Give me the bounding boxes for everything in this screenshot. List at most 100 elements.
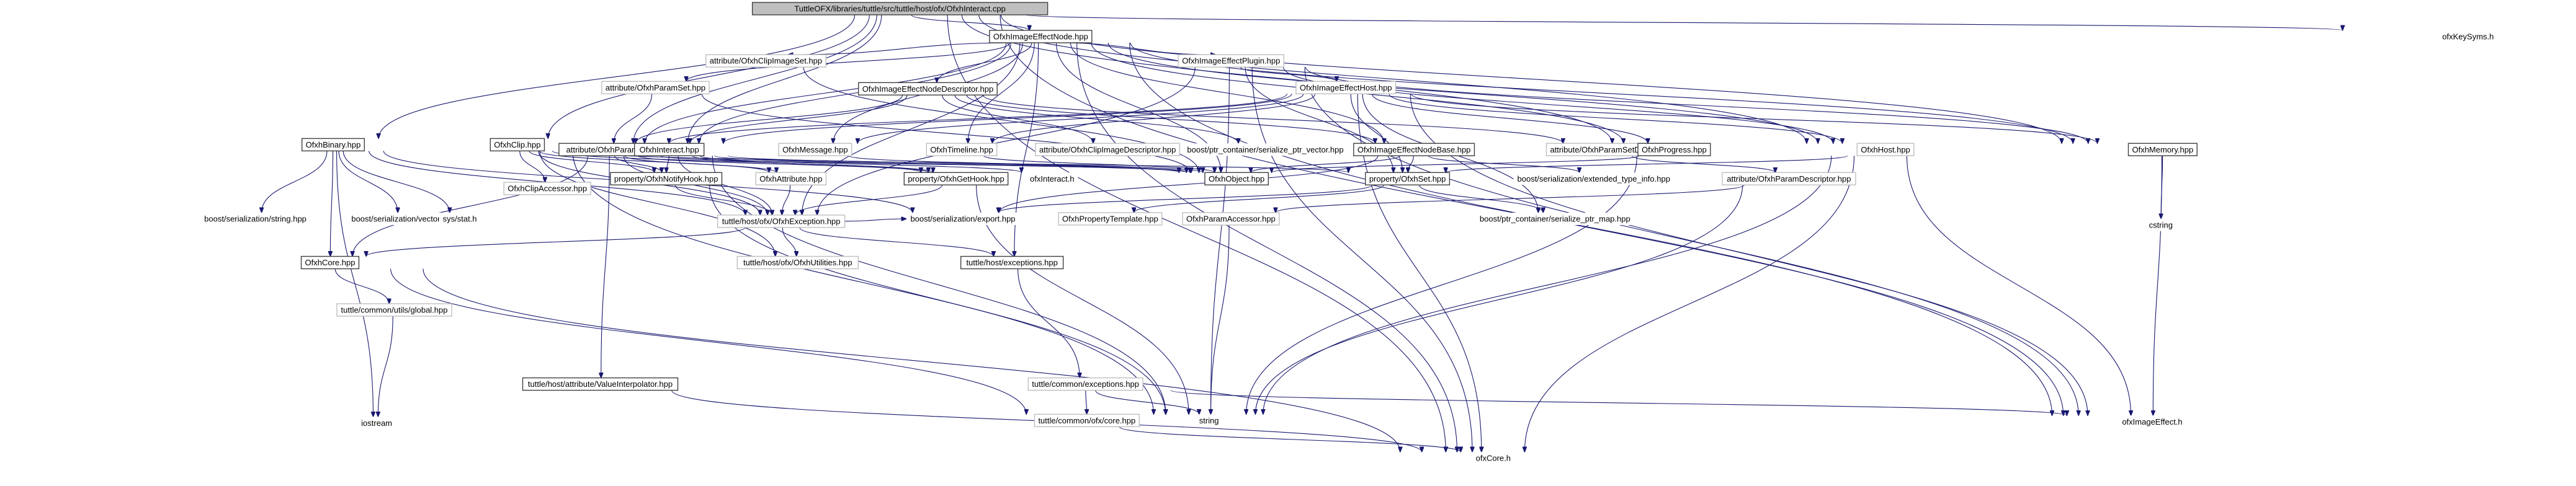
node-param-accessor[interactable]: OfxhParamAccessor.hpp xyxy=(1182,212,1280,226)
node-notify-hook[interactable]: property/OfxhNotifyHook.hpp xyxy=(610,172,723,186)
node-extended-type-info[interactable]: boost/serialization/extended_type_info.h… xyxy=(1513,172,1674,185)
node-box xyxy=(755,172,827,186)
node-common-exceptions[interactable]: tuttle/common/exceptions.hpp xyxy=(1027,377,1143,391)
node-ofxh-memory[interactable]: OfxhMemory.hpp xyxy=(2127,143,2198,156)
node-box xyxy=(1035,143,1181,156)
edge-ofxh_progress-to-ofxh_object xyxy=(1272,155,1640,172)
node-get-hook[interactable]: property/OfxhGetHook.hpp xyxy=(903,172,1009,186)
edge-ofxh_timeline-to-ofxh_object xyxy=(983,155,1214,172)
node-serialize-ptr-map[interactable]: boost/ptr_container/serialize_ptr_map.hp… xyxy=(1475,213,1634,225)
node-value-interpolator[interactable]: tuttle/host/attribute/ValueInterpolator.… xyxy=(522,377,679,391)
edge-ofxh_param-to-ofxh_core xyxy=(352,156,588,256)
node-ofxh-exception[interactable]: tuttle/host/ofx/OfxhException.hpp xyxy=(717,214,846,228)
node-node-base[interactable]: OfxhImageEffectNodeBase.hpp xyxy=(1353,143,1475,156)
node-ofx-core-hpp[interactable]: tuttle/common/ofx/core.hpp xyxy=(1034,413,1140,428)
node-ofxh-host[interactable]: OfxhHost.hpp xyxy=(1856,143,1915,156)
node-ofxh-progress[interactable]: OfxhProgress.hpp xyxy=(1637,143,1711,156)
node-utils-global[interactable]: tuttle/common/utils/global.hpp xyxy=(336,303,452,317)
node-param-descriptor[interactable]: attribute/OfxhParamDescriptor.hpp xyxy=(1722,172,1856,186)
node-root[interactable]: TuttleOFX/libraries/tuttle/src/tuttle/ho… xyxy=(751,2,1049,15)
node-ofxh-message[interactable]: OfxhMessage.hpp xyxy=(778,143,852,156)
node-ofxh-timeline[interactable]: OfxhTimeline.hpp xyxy=(926,143,998,156)
edge-image_effect_node-to-ofx_image_effect_h xyxy=(1129,42,2064,415)
node-serialize-ptr-vector[interactable]: boost/ptr_container/serialize_ptr_vector… xyxy=(1183,143,1348,156)
node-ofxh-attribute[interactable]: OfxhAttribute.hpp xyxy=(755,172,827,186)
node-image-effect-node[interactable]: OfxhImageEffectNode.hpp xyxy=(989,30,1093,43)
node-box xyxy=(2438,30,2498,43)
node-label: OfxhObject.hpp xyxy=(1209,174,1264,183)
edge-image_effect_node-to-ofxh_timeline xyxy=(968,42,1035,143)
edge-ofx_core_hpp-to-ofx_core_h xyxy=(1119,426,1460,452)
node-box xyxy=(736,255,859,270)
node-label: OfxhMemory.hpp xyxy=(2132,145,2193,154)
edge-notify_hook-to-string xyxy=(709,185,1166,414)
node-ofx-interact-h[interactable]: ofxInteract.h xyxy=(1026,172,1078,185)
edge-ofxh_clip-to-ofxh_attribute xyxy=(539,150,769,172)
node-box xyxy=(196,213,315,225)
edge-param_set-to-ofxh_object xyxy=(701,94,1190,172)
edge-root-to-ofxh_host xyxy=(978,14,1807,143)
node-ser-vector[interactable]: boost/serialization/vector.hpp xyxy=(344,213,463,225)
node-host-exceptions[interactable]: tuttle/host/exceptions.hpp xyxy=(960,255,1064,270)
edge-node_base-to-extended_type_info xyxy=(1428,155,1579,172)
node-label: tuttle/host/exceptions.hpp xyxy=(966,258,1057,267)
node-ser-export[interactable]: boost/serialization/export.hpp xyxy=(906,213,1019,225)
edge-ofxh_param-to-ofxh_attribute xyxy=(624,155,777,172)
edge-node_descriptor-to-param_set_descriptor xyxy=(982,95,1563,143)
node-label: ofxKeySyms.h xyxy=(2442,32,2493,42)
edge-image_effect_node-to-ofxh_param xyxy=(645,42,1007,143)
node-iostream[interactable]: iostream xyxy=(357,417,396,430)
edge-get_hook-to-string xyxy=(976,185,1189,414)
node-node-descriptor[interactable]: OfxhImageEffectNodeDescriptor.hpp xyxy=(857,82,998,95)
node-sys-stat[interactable]: sys/stat.h xyxy=(439,213,481,225)
node-clip-image-descriptor[interactable]: attribute/OfxhClipImageDescriptor.hpp xyxy=(1035,143,1181,156)
edge-image_effect_host-to-ofx_image_effect_h xyxy=(1410,94,2088,415)
node-box xyxy=(1204,172,1269,186)
node-ofx-core-h[interactable]: ofxCore.h xyxy=(1468,452,1518,465)
edge-node_descriptor-to-serialize_ptr_vector xyxy=(954,95,1238,143)
node-property-template[interactable]: OfxhPropertyTemplate.hpp xyxy=(1058,212,1163,226)
node-cstring[interactable]: cstring xyxy=(2142,218,2180,231)
node-image-effect-plugin[interactable]: OfxhImageEffectPlugin.hpp xyxy=(1178,54,1285,68)
edge-ofxh_interact-to-ofx_interact_h xyxy=(699,155,1021,172)
node-clip-accessor[interactable]: OfxhClipAccessor.hpp xyxy=(503,182,591,195)
node-clip-image-set[interactable]: attribute/OfxhClipImageSet.hpp xyxy=(705,54,826,68)
node-ser-string[interactable]: boost/serialization/string.hpp xyxy=(196,213,315,225)
node-ofxh-binary[interactable]: OfxhBinary.hpp xyxy=(301,138,365,152)
edge-ofxh_host-to-string xyxy=(1263,156,1832,414)
edge-ofxh_param-to-get_hook xyxy=(637,155,928,172)
node-box xyxy=(1178,54,1285,68)
edge-ofxh_memory-to-ofx_image_effect_h xyxy=(2153,156,2163,415)
edge-param_descriptor-to-string xyxy=(1255,185,1743,414)
node-box xyxy=(522,377,679,391)
node-label: tuttle/common/utils/global.hpp xyxy=(341,306,448,315)
node-label: property/OfxhSet.hpp xyxy=(1369,174,1446,183)
edge-ofxh_clip-to-clip_accessor xyxy=(519,151,545,182)
edge-ofxh_core-to-ofx_core_h xyxy=(423,268,1400,453)
node-label: OfxhBinary.hpp xyxy=(306,140,361,149)
node-image-effect-host[interactable]: OfxhImageEffectHost.hpp xyxy=(1295,81,1397,95)
node-label: OfxhInteract.hpp xyxy=(640,145,699,154)
node-label: OfxhAttribute.hpp xyxy=(759,174,822,183)
node-ofxh-utilities[interactable]: tuttle/host/ofx/OfxhUtilities.hpp xyxy=(736,255,859,270)
node-ofx-image-effect-h[interactable]: ofxImageEffect.h xyxy=(2115,415,2189,428)
edge-node_descriptor-to-node_base xyxy=(966,95,1375,143)
node-ofxh-set[interactable]: property/OfxhSet.hpp xyxy=(1365,172,1451,186)
node-param-set[interactable]: attribute/OfxhParamSet.hpp xyxy=(601,81,710,95)
node-ofxh-object[interactable]: OfxhObject.hpp xyxy=(1204,172,1269,186)
edge-root-to-ofx_core_h xyxy=(947,14,1446,452)
node-box xyxy=(1183,143,1348,156)
edge-param_descriptor-to-param_accessor xyxy=(1276,184,1745,213)
node-label: OfxhImageEffectNodeBase.hpp xyxy=(1357,145,1471,154)
edge-image_effect_host-to-ofx_core_h xyxy=(1357,94,1482,452)
node-ofxh-core[interactable]: OfxhCore.hpp xyxy=(300,255,360,270)
edge-image_effect_host-to-ofxh_timeline xyxy=(993,94,1316,143)
edge-param_set_descriptor-to-param_descriptor xyxy=(1631,155,1775,172)
node-ofx-key-syms[interactable]: ofxKeySyms.h xyxy=(2438,30,2498,43)
node-label: OfxhClipAccessor.hpp xyxy=(508,184,587,193)
node-ofxh-clip[interactable]: OfxhClip.hpp xyxy=(490,138,545,152)
node-ofxh-interact[interactable]: OfxhInteract.hpp xyxy=(634,143,705,156)
node-string[interactable]: string xyxy=(1193,414,1225,427)
edge-ofxh_interact-to-get_hook xyxy=(692,155,933,172)
edge-ofxh_binary-to-ser_string xyxy=(262,151,328,213)
